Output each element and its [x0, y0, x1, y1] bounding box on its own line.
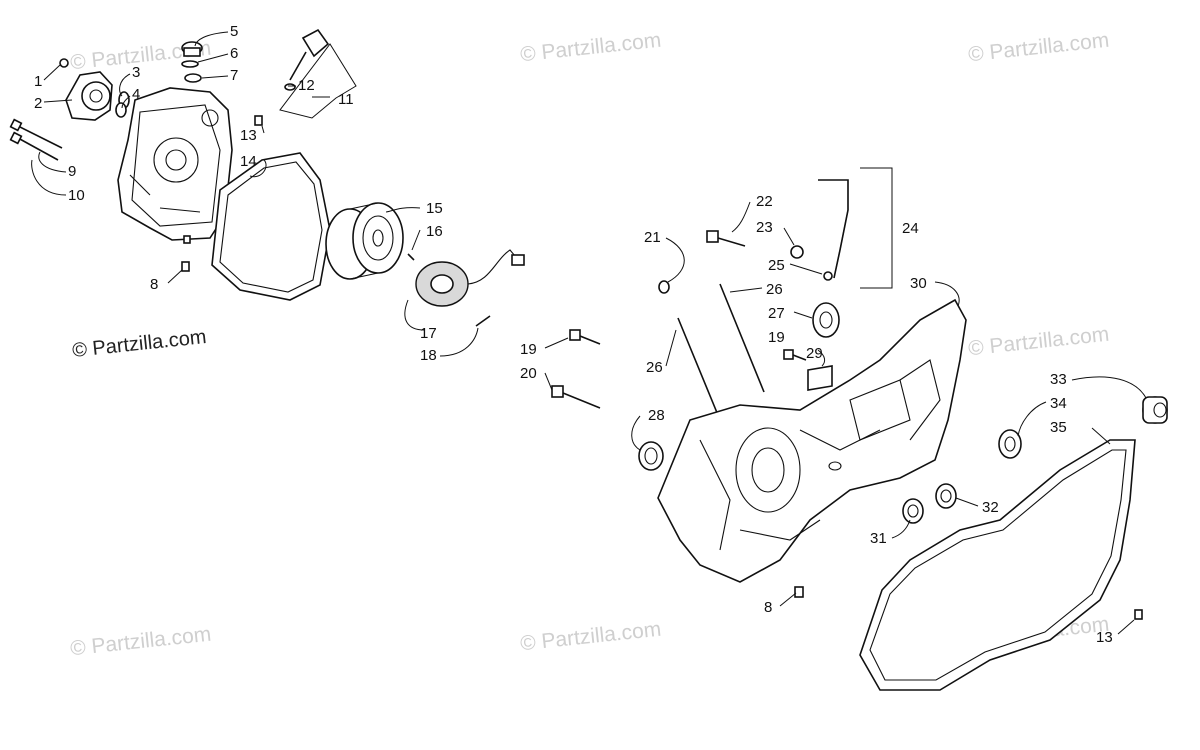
- leader-lines: [31, 31, 1147, 635]
- callout-15: 15: [426, 200, 443, 217]
- part-screw-1: [59, 58, 69, 68]
- callout-28: 28: [648, 407, 665, 424]
- part-stud-26a: [677, 317, 721, 421]
- callout-34: 34: [1050, 395, 1067, 412]
- part-dowel-8b: [794, 586, 804, 598]
- callout-14: 14: [240, 153, 257, 170]
- callout-25: 25: [768, 257, 785, 274]
- callout-17: 17: [420, 325, 437, 342]
- callout-31: 31: [870, 530, 887, 547]
- callout-26: 26: [646, 359, 663, 376]
- part-bearing-32: [935, 483, 957, 509]
- part-stud-26b: [719, 283, 765, 393]
- part-plug-5: [181, 41, 203, 57]
- part-screw-18: [475, 315, 491, 327]
- callout-11: 11: [338, 91, 354, 108]
- callout-3: 3: [132, 64, 140, 81]
- part-gasket-35: [859, 439, 1136, 691]
- part-bolt-19b: [783, 349, 807, 361]
- part-bearing-31: [902, 498, 924, 524]
- callout-13: 13: [1096, 629, 1113, 646]
- part-dowel-13: [254, 115, 263, 126]
- callout-23: 23: [756, 219, 773, 236]
- part-hose-24: [818, 179, 849, 279]
- part-dowel-13b: [1134, 609, 1143, 620]
- part-bolt-20: [551, 385, 601, 409]
- callout-12: 12: [298, 77, 315, 94]
- callout-18: 18: [420, 347, 437, 364]
- part-oring-7: [184, 73, 202, 83]
- part-bushing-33: [1142, 396, 1168, 424]
- callout-16: 16: [426, 223, 443, 240]
- callout-35: 35: [1050, 419, 1067, 436]
- callout-8: 8: [764, 599, 772, 616]
- part-key-16: [407, 253, 415, 261]
- part-bolt-19a: [569, 329, 601, 345]
- callout-29: 29: [806, 345, 823, 362]
- part-washer-6: [181, 60, 199, 68]
- part-dipstick-11: [289, 28, 330, 81]
- part-bolt-22: [706, 230, 746, 247]
- part-clamp-23: [790, 245, 804, 259]
- callout-6: 6: [230, 45, 238, 62]
- callout-24: 24: [902, 220, 919, 237]
- callout-2: 2: [34, 95, 42, 112]
- part-pump-cover-2: [65, 71, 113, 121]
- callout-10: 10: [68, 187, 85, 204]
- part-bracket-29: [807, 365, 833, 391]
- callout-33: 33: [1050, 371, 1067, 388]
- part-oring-4: [115, 102, 127, 118]
- part-clamp-25: [823, 271, 833, 281]
- part-bolt-10: [9, 131, 59, 161]
- part-left-cover: [117, 87, 233, 241]
- part-gasket-14: [211, 152, 331, 301]
- part-seal-34: [998, 429, 1022, 459]
- callout-1: 1: [34, 73, 42, 90]
- callout-5: 5: [230, 23, 238, 40]
- callout-26: 26: [766, 281, 783, 298]
- callout-7: 7: [230, 67, 238, 84]
- callout-13: 13: [240, 127, 257, 144]
- part-oring-12: [284, 83, 296, 91]
- part-seal-28: [638, 441, 664, 471]
- part-crankcase-30: [657, 298, 967, 583]
- callout-30: 30: [910, 275, 927, 292]
- callout-19: 19: [768, 329, 785, 346]
- callout-9: 9: [68, 163, 76, 180]
- part-clip-21: [658, 280, 670, 294]
- part-bearing-27: [812, 302, 840, 338]
- callout-19: 19: [520, 341, 537, 358]
- part-dowel: [183, 235, 191, 244]
- part-dowel-8: [181, 261, 190, 272]
- callout-27: 27: [768, 305, 785, 322]
- callout-4: 4: [132, 86, 140, 103]
- callout-8: 8: [150, 276, 158, 293]
- callout-20: 20: [520, 365, 537, 382]
- callout-labels: 1 2 3 4 5 6 7 8 9 10 11 12 13 14 15 16 1…: [34, 23, 1113, 646]
- part-flywheel-15: [325, 202, 404, 280]
- callout-32: 32: [982, 499, 999, 516]
- callout-21: 21: [644, 229, 661, 246]
- part-stator-17: [415, 249, 525, 307]
- part-bolt-9: [9, 118, 63, 149]
- callout-22: 22: [756, 193, 773, 210]
